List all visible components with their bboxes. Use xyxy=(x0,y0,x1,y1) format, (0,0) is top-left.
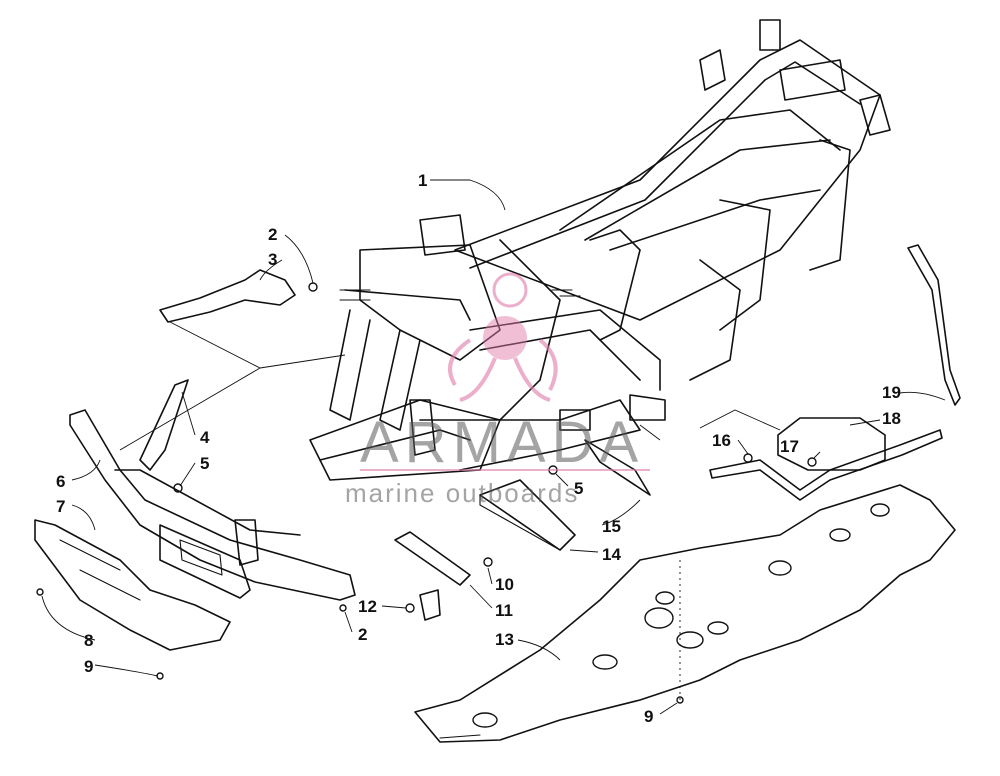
clip-part-11 xyxy=(419,589,441,621)
bracket-part-3 xyxy=(159,269,296,323)
skid-plate-part-13 xyxy=(414,484,956,743)
main-frame xyxy=(309,19,891,481)
rail-part-17 xyxy=(709,429,943,501)
bolt-part-16 xyxy=(743,453,753,463)
callout-10: 10 xyxy=(495,575,514,594)
bolt-part-2-top xyxy=(308,282,318,292)
watermark-brand: ARMADA xyxy=(360,410,644,475)
leader-lines xyxy=(41,179,946,715)
pad-part-14 xyxy=(479,479,576,551)
callout-1: 1 xyxy=(418,171,427,190)
bracket-part-18 xyxy=(777,417,886,471)
callout-15: 15 xyxy=(602,517,621,536)
rod-part-19 xyxy=(907,244,961,406)
bolt-part-10 xyxy=(483,557,493,567)
nut-part-17 xyxy=(807,457,817,467)
callout-12: 12 xyxy=(358,597,377,616)
callout-18: 18 xyxy=(882,409,901,428)
callout-13: 13 xyxy=(495,630,514,649)
callout-7: 7 xyxy=(56,497,65,516)
callout-2-bottom: 2 xyxy=(358,625,367,644)
callout-4: 4 xyxy=(200,428,210,447)
callout-5-center: 5 xyxy=(574,479,583,498)
callout-17: 17 xyxy=(780,437,799,456)
callout-14: 14 xyxy=(602,545,621,564)
callout-9-bottom: 9 xyxy=(644,707,653,726)
nut-part-12 xyxy=(405,603,415,613)
bolt-part-2-bottom xyxy=(339,604,347,612)
callout-16: 16 xyxy=(712,431,731,450)
skid-plate-holes xyxy=(472,503,890,728)
screw-part-8 xyxy=(36,588,44,596)
front-bumper-part-6 xyxy=(69,409,356,601)
callout-5-left: 5 xyxy=(200,454,209,473)
brace-part-4 xyxy=(139,379,189,471)
callout-3: 3 xyxy=(268,250,277,269)
callout-6: 6 xyxy=(56,472,65,491)
callout-labels: 1 2 3 4 5 6 7 8 9 12 2 5 15 14 10 11 13 … xyxy=(56,171,901,726)
pad-part-15 xyxy=(584,439,651,496)
watermark-tagline: marine outboards xyxy=(345,478,579,508)
callout-8: 8 xyxy=(84,631,93,650)
watermark-logo xyxy=(448,272,558,402)
strap-part-11 xyxy=(394,531,471,586)
callout-9-left: 9 xyxy=(84,657,93,676)
guide-outline-left xyxy=(119,321,346,451)
callout-19: 19 xyxy=(882,383,901,402)
front-guard-part-7 xyxy=(34,519,231,651)
callout-11: 11 xyxy=(495,601,513,620)
callout-2-top: 2 xyxy=(268,225,277,244)
